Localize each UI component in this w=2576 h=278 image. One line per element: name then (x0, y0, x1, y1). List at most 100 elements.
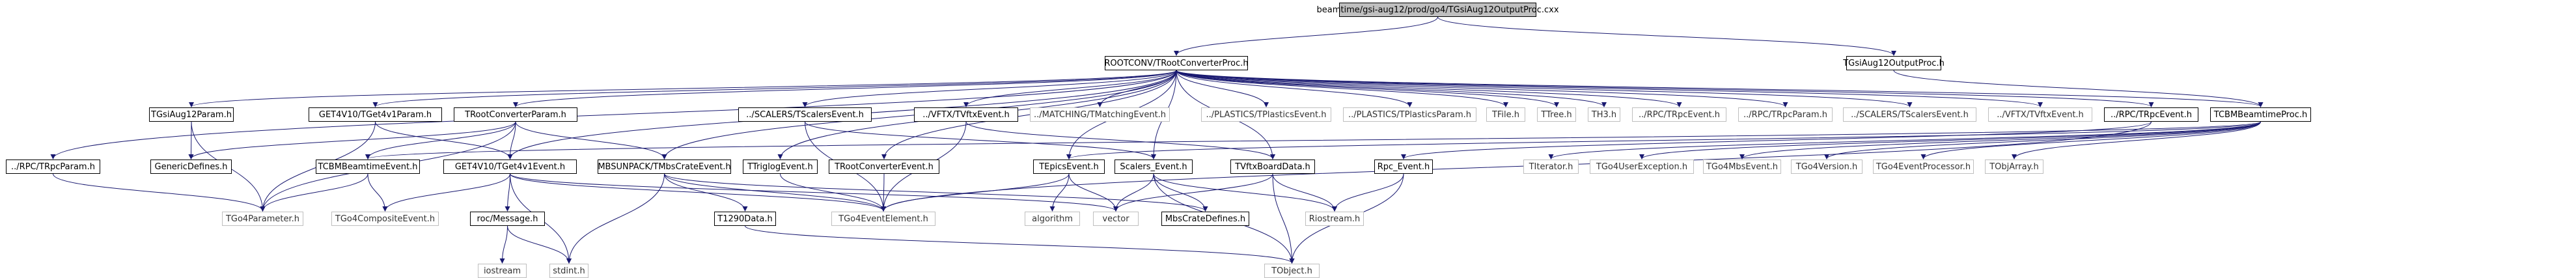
edge-cbmevt-to-go4param (260, 173, 368, 212)
node-vftxevt2: ../VFTX/TVftxEvent.h (1988, 107, 2092, 122)
edge-rcp-to-ttree (1176, 70, 1559, 107)
node-go4comp: TGo4CompositeEvent.h (331, 212, 439, 226)
node-tfile: TFile.h (1486, 107, 1525, 122)
node-rpcpar2: ../RPC/TRpcParam.h (1738, 107, 1833, 122)
edge-scalev-to-mbsdef (1153, 173, 1208, 212)
node-plastpar: ../PLASTICS/TPlasticsParam.h (1343, 107, 1476, 122)
node-cbmevt[interactable]: TCBMBeamtimeEvent.h (316, 160, 420, 174)
node-vftxb[interactable]: TVftxBoardData.h (1230, 160, 1315, 174)
node-titer: TIterator.h (1523, 160, 1579, 174)
node-scalev[interactable]: Scalers_Event.h (1115, 160, 1193, 174)
node-root: beamtime/gsi-aug12/prod/go4/TGsiAug12Out… (1317, 3, 1559, 17)
node-ttree: TTree.h (1537, 107, 1576, 122)
node-epics[interactable]: TEpicsEvent.h (1033, 160, 1105, 174)
node-go4mbs: TGo4MbsEvent.h (1703, 160, 1781, 174)
node-rcevt[interactable]: TRootConverterEvent.h (829, 160, 939, 174)
edge-scalev-to-vector (1113, 173, 1154, 212)
edge-rcparam-to-cbmevt (365, 121, 516, 160)
edge-epics-to-go4elem (881, 173, 1070, 212)
edge-mbs-to-t1290 (664, 173, 748, 212)
node-riostream: Riostream.h (1305, 212, 1364, 226)
node-vftx[interactable]: ../VFTX/TVftxEvent.h (914, 107, 1018, 122)
edge-rcp-to-tcbm (1176, 70, 2264, 107)
node-tobject: TObject.h (1264, 264, 1320, 278)
edge-get4evt-to-rocmsg (505, 173, 510, 212)
node-get4p[interactable]: GET4V10/TGet4v1Param.h (309, 107, 442, 122)
edge-vftxb-to-vector (1113, 173, 1273, 212)
node-go4uex: TGo4UserException.h (1590, 160, 1694, 174)
edge-cbmevt-to-go4comp (367, 173, 388, 212)
edge-rcp-to-vftx (963, 70, 1177, 107)
edge-scalers-to-scalev (805, 121, 1156, 160)
edge-rcp-to-rpcpar2 (1176, 70, 1788, 107)
node-rpcev[interactable]: Rpc_Event.h (1374, 160, 1433, 174)
edge-rcp-to-scalers (802, 70, 1177, 107)
node-rpcevt[interactable]: ../RPC/TRpcEvent.h (2104, 107, 2198, 122)
node-tcbm[interactable]: TCBMBeamtimeProc.h (2210, 107, 2311, 122)
node-get4evt[interactable]: GET4V10/TGet4v1Event.h (443, 160, 577, 174)
node-rcp[interactable]: ROOTCONV/TRootConverterProc.h (1104, 56, 1249, 70)
edge-mbs-to-mbsdef (664, 173, 1208, 212)
edge-rcp-to-th3 (1176, 70, 1607, 107)
edge-rocmsg-to-iostream (499, 225, 508, 264)
node-matching: ../MATCHING/TMatchingEvent.h (1030, 107, 1170, 122)
edge-rcp-to-rpcevt (1176, 70, 2154, 107)
node-scalers[interactable]: ../SCALERS/TScalersEvent.h (738, 107, 872, 122)
edge-rpcpar-to-go4param (53, 173, 266, 212)
node-th3: TH3.h (1588, 107, 1620, 122)
edge-t1290-to-tobject (745, 225, 1295, 264)
node-mbsdef[interactable]: MbsCrateDefines.h (1161, 212, 1249, 226)
edge-rcp-to-rpcpar (50, 70, 1177, 160)
node-gop[interactable]: TGsiAug12OutputProc.h (1843, 56, 1945, 70)
node-rpcpar[interactable]: ../RPC/TRpcParam.h (6, 160, 100, 174)
edge-gop-to-tcbm (1893, 70, 2264, 107)
edge-rcp-to-scalevt2 (1176, 70, 1913, 107)
edge-get4evt-to-vector (510, 173, 1118, 212)
edge-epics-to-vector (1068, 173, 1118, 212)
node-vector: vector (1093, 212, 1139, 226)
edge-rcp-to-vftxevt2 (1176, 70, 2043, 107)
edge-mbs-to-stdint (566, 173, 665, 264)
edge-rcp-to-gparam (189, 70, 1177, 107)
edge-gparam-to-generic (188, 121, 194, 160)
edge-tcbm-to-epics (1066, 121, 2261, 160)
node-generic[interactable]: GenericDefines.h (150, 160, 232, 174)
node-gparam[interactable]: TGsiAug12Param.h (149, 107, 234, 122)
edge-rpcev-to-riostream (1332, 173, 1404, 212)
node-go4proc: TGo4EventProcessor.h (1873, 160, 1974, 174)
node-algo: algorithm (1025, 212, 1080, 226)
node-trigl[interactable]: TTriglogEvent.h (743, 160, 818, 174)
node-rpcevt2: ../RPC/TRpcEvent.h (1632, 107, 1726, 122)
edge-rcp-to-plastevt (1176, 70, 1269, 107)
edge-rcparam-to-generic (188, 121, 516, 160)
node-iostream: iostream (478, 264, 527, 278)
node-plastevt: ../PLASTICS/TPlasticsEvent.h (1201, 107, 1331, 122)
edge-rcp-to-rpcevt2 (1176, 70, 1682, 107)
node-mbs[interactable]: MBSUNPACK/TMbsCrateEvent.h (598, 160, 731, 174)
edge-vftxb-to-tobject (1272, 173, 1295, 264)
edge-rpcevt-to-rpcev (1401, 121, 2152, 160)
node-rocmsg[interactable]: roc/Message.h (470, 212, 545, 226)
edge-epics-to-algo (1049, 173, 1070, 212)
edge-trigl-to-go4elem (780, 173, 886, 212)
node-t1290[interactable]: T1290Data.h (714, 212, 776, 226)
edge-vftx-to-vftxb (965, 121, 1275, 160)
edge-root-to-rcp (1174, 16, 1438, 56)
node-tobjarr: TObjArray.h (1985, 160, 2043, 174)
edge-get4evt-to-go4comp (382, 173, 510, 212)
edge-scalev-to-riostream (1153, 173, 1337, 212)
edge-vftxb-to-riostream (1272, 173, 1337, 212)
edge-tcbm-to-go4uex (1639, 121, 2261, 160)
edge-tcbm-to-go4mbs (1739, 121, 2261, 160)
node-rcparam[interactable]: TRootConverterParam.h (454, 107, 577, 122)
edge-root-to-gop (1437, 16, 1896, 56)
edge-rcp-to-plastpar (1176, 70, 1413, 107)
edge-tcbm-to-titer (1548, 121, 2261, 160)
edge-rcp-to-tfile (1176, 70, 1508, 107)
edge-rcp-to-rcparam (513, 70, 1177, 107)
edge-rcparam-to-get4evt (507, 121, 516, 160)
edge-tcbm-to-cbmevt (365, 121, 2261, 160)
edge-get4evt-to-go4elem (510, 173, 886, 212)
